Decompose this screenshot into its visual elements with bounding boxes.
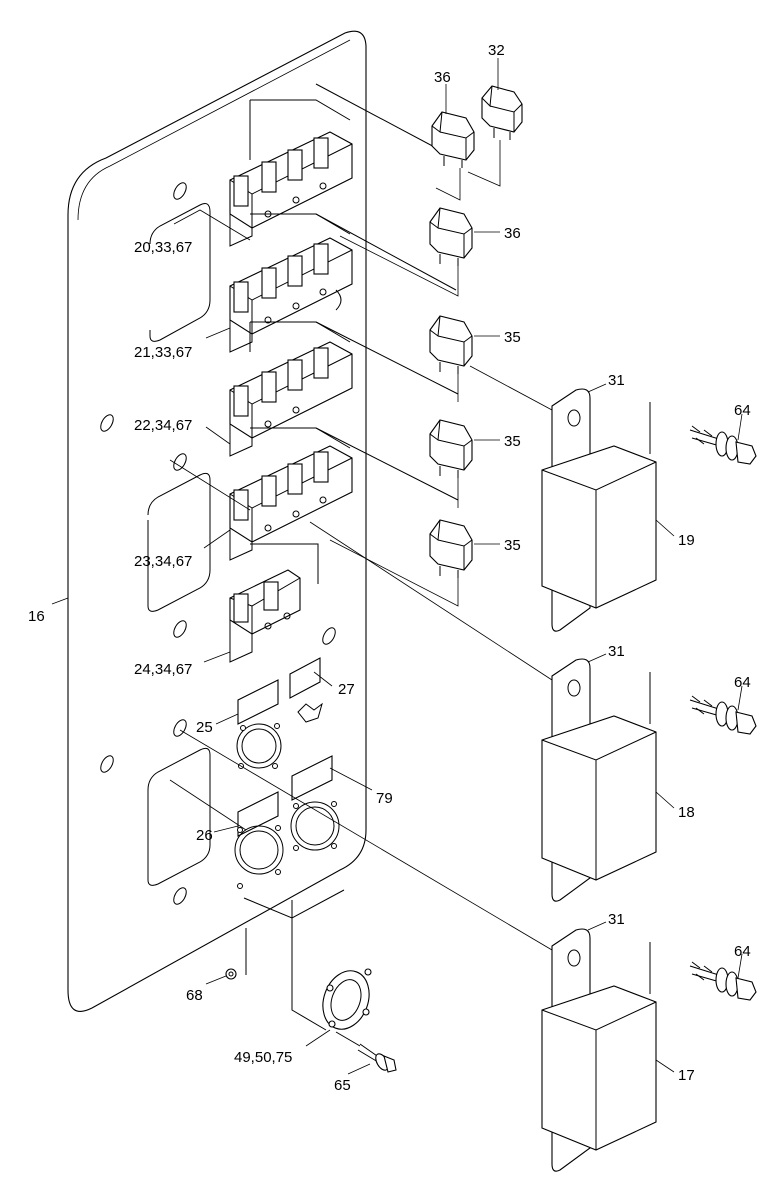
screw-65: [335, 1031, 397, 1073]
callout-64-bottom: 64: [734, 943, 751, 960]
callout-31-bottom: 31: [608, 911, 625, 928]
callout-65: 65: [334, 1077, 351, 1094]
relay-36-top: [431, 111, 475, 168]
connector-ring-49-50-75: [291, 900, 372, 1031]
callout-27: 27: [338, 681, 355, 698]
callout-79: 79: [376, 790, 393, 807]
fuse-block-row-3: [229, 321, 459, 457]
callout-22-34-67: 22,34,67: [134, 417, 192, 434]
callout-24-34-67: 24,34,67: [134, 661, 192, 678]
callout-19: 19: [678, 532, 695, 549]
callout-35-row-3: 35: [504, 329, 521, 346]
callout-25: 25: [196, 719, 213, 736]
fuse-block-row-1: [229, 83, 441, 247]
relay-35-row-3: [429, 315, 473, 374]
bolt-64-bottom: [689, 961, 757, 1001]
callout-36-top: 36: [434, 69, 451, 86]
callout-35-row-4: 35: [504, 433, 521, 450]
callout-26: 26: [196, 827, 213, 844]
callout-36-row-2: 36: [504, 225, 521, 242]
fuse-block-row-4: [229, 427, 459, 561]
callout-16: 16: [28, 608, 45, 625]
fuse-block-row-2: [229, 213, 457, 353]
callout-49-50-75: 49,50,75: [234, 1049, 292, 1066]
callout-35-row-5: 35: [504, 537, 521, 554]
callout-31-top: 31: [608, 372, 625, 389]
callout-64-mid: 64: [734, 674, 751, 691]
relay-32-top: [481, 85, 523, 140]
callout-31-mid: 31: [608, 643, 625, 660]
callout-32: 32: [488, 42, 505, 59]
callout-64-top: 64: [734, 402, 751, 419]
relay-35-row-4: [429, 419, 473, 478]
callout-17: 17: [678, 1067, 695, 1084]
leader-lines: [51, 58, 743, 1075]
callout-68: 68: [186, 987, 203, 1004]
callout-20-33-67: 20,33,67: [134, 239, 192, 256]
fuse-block-row-5: [229, 543, 319, 663]
relay-35-row-5: [429, 519, 473, 578]
relay-box-19: [469, 365, 657, 632]
relay-projection-lines: [329, 140, 501, 607]
callout-18: 18: [678, 804, 695, 821]
callout-23-34-67: 23,34,67: [134, 553, 192, 570]
bolt-64-mid: [689, 695, 757, 735]
relay-box-17: [179, 729, 657, 1172]
grommet-68: [225, 968, 237, 980]
relay-box-18: [309, 521, 657, 902]
callout-21-33-67: 21,33,67: [134, 344, 192, 361]
relay-36-row-2: [429, 207, 473, 266]
bolt-64-top: [689, 425, 757, 465]
